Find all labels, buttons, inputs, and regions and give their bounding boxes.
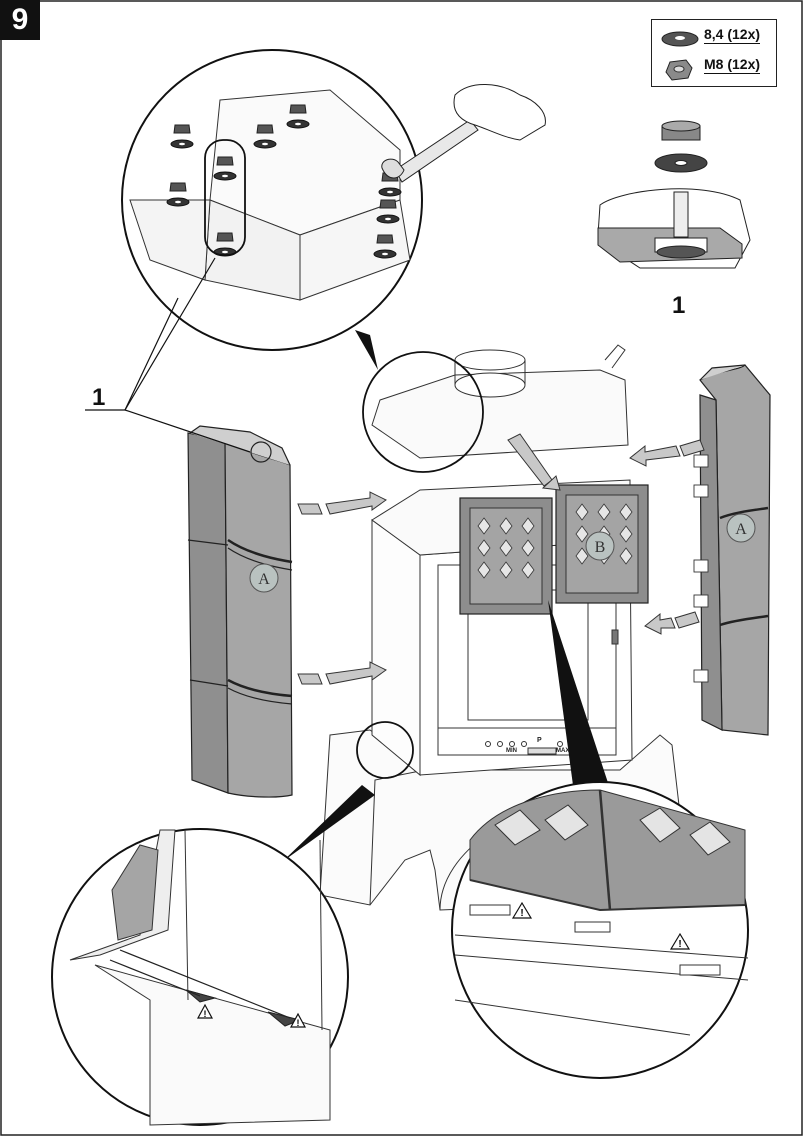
- legend-row-washer: 8,4 (12x): [652, 24, 776, 54]
- panel-diamond-pattern: [477, 503, 633, 579]
- leader-line-b: [124, 297, 179, 411]
- panel-diamond: [477, 539, 491, 557]
- step-number-badge: 9: [0, 0, 40, 40]
- control-label-p: P: [537, 737, 542, 744]
- bolt-stack: [253, 124, 277, 149]
- svg-text:!: !: [520, 908, 523, 919]
- flue-pipe: [454, 360, 526, 385]
- panel-diamond: [619, 525, 633, 543]
- panel-diamond: [521, 561, 535, 579]
- panel-diamond: [521, 539, 535, 557]
- detail-bolt-assembly: [597, 120, 751, 269]
- wrench-head: [381, 158, 405, 179]
- door-handle: [611, 629, 619, 645]
- panel-diamond: [575, 525, 589, 543]
- parts-legend: 8,4 (12x) M8 (12x): [651, 19, 777, 87]
- panel-diamond: [499, 517, 513, 535]
- control-knob: [485, 741, 491, 747]
- panel-diamond: [499, 561, 513, 579]
- detail-pointer-bottom-right: [548, 600, 612, 800]
- arrow-to-body-upper: [325, 491, 387, 515]
- legend-nut-label: M8 (12x): [704, 56, 761, 74]
- warning-icon: !: [196, 1003, 214, 1019]
- panel-diamond: [619, 547, 633, 565]
- part-a-letter-right: A: [735, 521, 747, 538]
- warning-icon: !: [289, 1012, 307, 1028]
- flue-collar: [454, 372, 526, 398]
- right-panel-brackets: [693, 454, 709, 683]
- nut-icon: [665, 59, 693, 81]
- detail-circle-bottom-right: ! !: [451, 600, 749, 1079]
- bolt-stack: [376, 199, 400, 224]
- alignment-line: [109, 959, 201, 997]
- legend-row-nut: M8 (12x): [652, 54, 776, 84]
- bolt-stack: [170, 124, 194, 149]
- direction-arrows: [297, 433, 705, 685]
- panel-diamond: [499, 539, 513, 557]
- arrow-to-body-right-lower: [644, 612, 676, 635]
- control-knob: [557, 741, 563, 747]
- base-edge-line: [369, 769, 426, 906]
- panel-diamond: [477, 561, 491, 579]
- detail-pointer-bottom-left: [282, 785, 375, 862]
- callout-number-bolt-detail: 1: [672, 292, 686, 319]
- arrow-tail: [297, 503, 323, 515]
- control-knob: [509, 741, 515, 747]
- detail-marker-bottom-left: [356, 721, 414, 779]
- legend-washer-label: 8,4 (12x): [704, 26, 761, 44]
- detail-pointer-top: [355, 330, 378, 370]
- side-panel-left: [187, 425, 293, 798]
- leader-line-a: [124, 257, 216, 411]
- bolt-stack: [213, 156, 237, 181]
- arrow-tail: [674, 611, 700, 629]
- bolt-stack: [166, 182, 190, 207]
- panel-diamond: [619, 503, 633, 521]
- svg-text:!: !: [297, 1018, 300, 1028]
- bolt-detail-marker: [250, 441, 272, 463]
- part-a-label-right: A: [726, 513, 756, 543]
- control-knob: [497, 741, 503, 747]
- bolt-stack: [286, 104, 310, 129]
- arrow-tail: [679, 439, 705, 457]
- panel-diamond: [477, 517, 491, 535]
- damper-slider: [527, 747, 557, 755]
- bolt-stack: [373, 234, 397, 259]
- panel-diamond: [575, 547, 589, 565]
- hand: [453, 84, 546, 141]
- alignment-line: [119, 949, 291, 1019]
- side-panel-right: [699, 364, 771, 736]
- callout-number-left: 1: [92, 384, 106, 411]
- part-a-label-left: A: [249, 563, 279, 593]
- arrow-tail: [297, 673, 323, 685]
- wrench: [394, 119, 479, 183]
- highlight-bolt-stack: [204, 139, 246, 256]
- warning-icon: !: [669, 932, 691, 950]
- panel-diamond: [597, 503, 611, 521]
- body-side: [371, 519, 421, 777]
- panel-diamond: [521, 517, 535, 535]
- control-label-max: MAX: [556, 748, 569, 754]
- arrow-to-body-right-upper: [629, 444, 681, 467]
- control-label-min: MIN: [506, 748, 517, 754]
- svg-text:!: !: [204, 1009, 207, 1019]
- washer-icon: [661, 31, 699, 47]
- warning-icon: !: [511, 901, 533, 919]
- part-b-label: B: [585, 531, 615, 561]
- leader-line-c: [124, 409, 251, 453]
- part-a-letter-left: A: [258, 571, 270, 588]
- arrow-panel-up-head: [541, 475, 561, 491]
- control-knob: [521, 741, 527, 747]
- arrow-to-body-lower: [325, 661, 387, 685]
- svg-text:!: !: [678, 939, 681, 950]
- detail-circle-bottom-left: ! !: [51, 721, 414, 1126]
- detail-marker-top: [362, 351, 484, 473]
- part-b-letter: B: [595, 539, 606, 556]
- flue-opening: [454, 349, 526, 371]
- detail-circle-top: [85, 49, 546, 453]
- panel-diamond: [575, 503, 589, 521]
- lifting-key: [604, 344, 626, 369]
